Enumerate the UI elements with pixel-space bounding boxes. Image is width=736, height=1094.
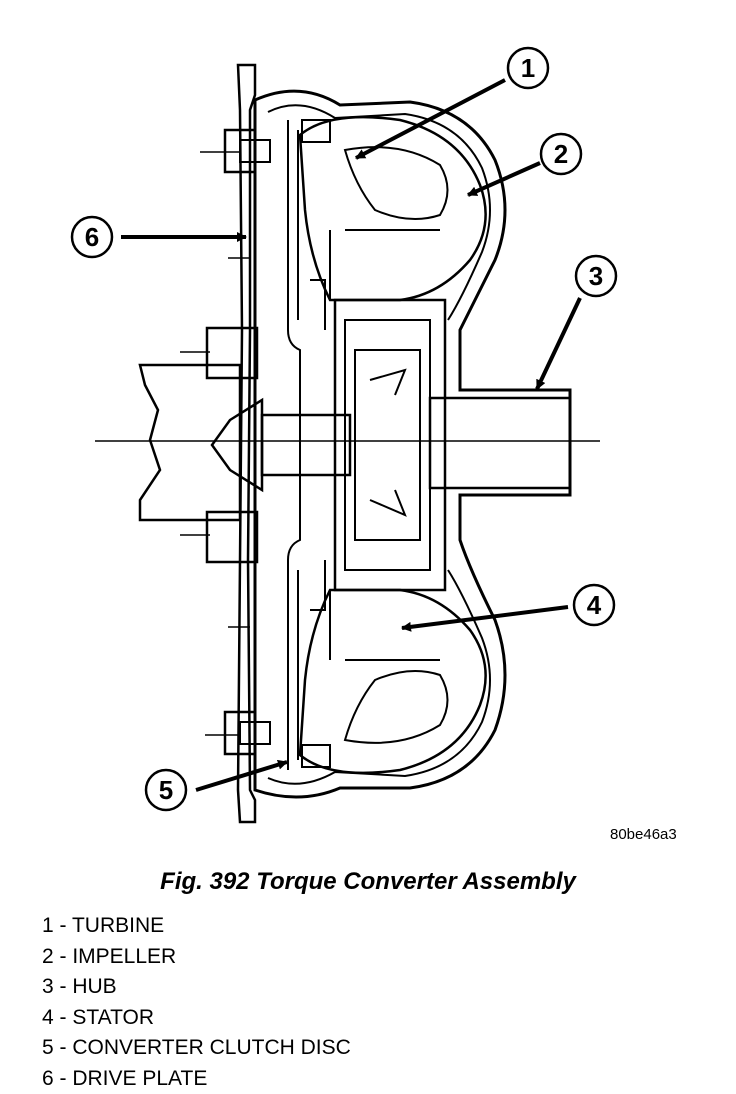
converter-cross-section bbox=[95, 65, 600, 822]
svg-text:3: 3 bbox=[589, 261, 603, 291]
legend-item-stator: 4 - STATOR bbox=[42, 1003, 351, 1034]
legend-item-drive-plate: 6 - DRIVE PLATE bbox=[42, 1064, 351, 1094]
legend: 1 - TURBINE 2 - IMPELLER 3 - HUB 4 - STA… bbox=[42, 911, 351, 1094]
front-cover bbox=[255, 91, 570, 797]
callout-3: 3 bbox=[576, 256, 616, 296]
svg-text:2: 2 bbox=[554, 139, 568, 169]
drive-plate-outline bbox=[238, 65, 255, 822]
figure-id: 80be46a3 bbox=[610, 826, 677, 843]
svg-text:5: 5 bbox=[159, 775, 173, 805]
figure-caption: Fig. 392 Torque Converter Assembly bbox=[0, 868, 736, 896]
svg-text:4: 4 bbox=[587, 590, 602, 620]
crankshaft-stub bbox=[140, 365, 240, 520]
callout-2: 2 bbox=[541, 134, 581, 174]
torque-converter-diagram: 1 2 3 4 5 6 bbox=[0, 0, 736, 860]
legend-item-impeller: 2 - IMPELLER bbox=[42, 942, 351, 973]
legend-item-converter-clutch-disc: 5 - CONVERTER CLUTCH DISC bbox=[42, 1033, 351, 1064]
callout-4: 4 bbox=[574, 585, 614, 625]
legend-item-turbine: 1 - TURBINE bbox=[42, 911, 351, 942]
callout-1: 1 bbox=[508, 48, 548, 88]
arrow-3 bbox=[537, 298, 580, 389]
svg-text:6: 6 bbox=[85, 222, 99, 252]
callout-6: 6 bbox=[72, 217, 112, 257]
callout-5: 5 bbox=[146, 770, 186, 810]
legend-item-hub: 3 - HUB bbox=[42, 972, 351, 1003]
svg-text:1: 1 bbox=[521, 53, 535, 83]
